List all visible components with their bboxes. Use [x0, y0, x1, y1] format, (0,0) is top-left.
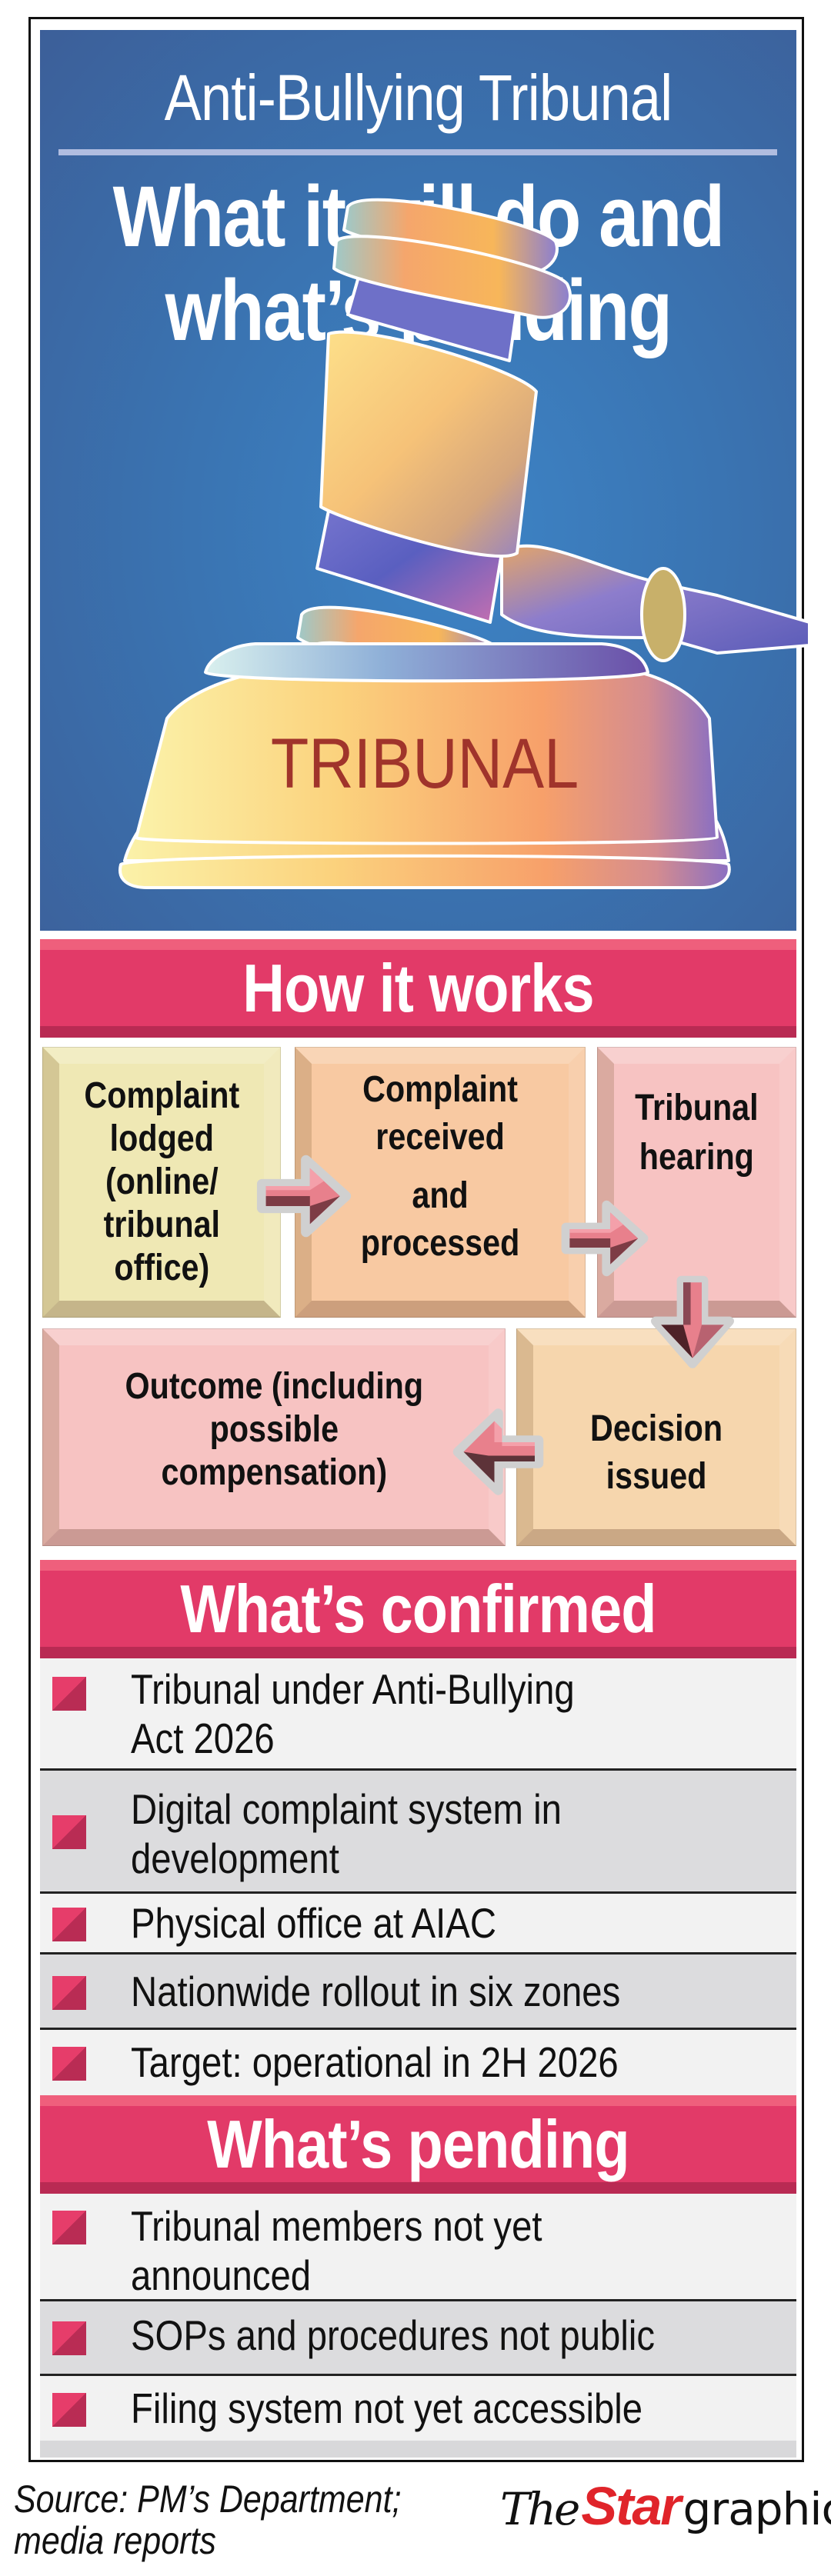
bevel-right: [779, 1047, 796, 1318]
bevel-top: [42, 1328, 506, 1345]
pending-list: Tribunal members not yet announced SOPs …: [40, 2194, 796, 2441]
flow-step-label: Complaint lodged (online/ tribunal offic…: [84, 1075, 239, 1288]
list-item: Physical office at AIAC: [40, 1894, 796, 1954]
hero-panel: Anti-Bullying Tribunal What it will do a…: [40, 30, 809, 931]
list-item: SOPs and procedures not public: [40, 2301, 796, 2376]
bevel-top: [295, 1047, 586, 1064]
list-item: Tribunal members not yet announced: [40, 2194, 796, 2301]
bevel-bottom: [42, 1301, 281, 1318]
arrow-right-icon: [256, 1155, 352, 1238]
bullet-icon: [52, 2047, 86, 2081]
pending-heading: What’s pending: [207, 2106, 629, 2182]
bullet-icon: [52, 1677, 86, 1711]
kicker-title: Anti-Bullying Tribunal: [164, 62, 673, 134]
flow-step-label: Tribunal hearing: [635, 1088, 759, 1178]
flow-step-label: Complaint received and processed: [360, 1069, 520, 1264]
bevel-bottom: [42, 1529, 506, 1546]
gavel-handle: [500, 544, 809, 662]
bullet-icon: [52, 2321, 86, 2355]
tribunal-block-label: TRIBUNAL: [271, 725, 579, 803]
list-item: Nationwide rollout in six zones: [40, 1954, 796, 2030]
source-credit: Source: PM’s Department; media reports: [14, 2478, 402, 2562]
logo-star: Star: [581, 2476, 681, 2536]
list-item: Tribunal under Anti-Bullying Act 2026: [40, 1658, 796, 1771]
list-item: Filing system not yet accessible: [40, 2376, 796, 2441]
arrow-right-icon: [561, 1200, 649, 1277]
flow-step-label: Decision issued: [589, 1408, 723, 1497]
logo-the: The: [500, 2483, 580, 2535]
bevel-left: [42, 1047, 59, 1318]
bevel-bottom: [295, 1301, 586, 1318]
list-footer-strip: [40, 2441, 796, 2458]
title-divider: [58, 149, 777, 155]
bevel-bottom: [516, 1529, 796, 1546]
confirmed-list: Tribunal under Anti-Bullying Act 2026 Di…: [40, 1658, 796, 2095]
bevel-top: [42, 1047, 281, 1064]
flow-step-complaint-lodged: Complaint lodged (online/ tribunal offic…: [42, 1047, 281, 1318]
pending-banner: What’s pending: [40, 2095, 796, 2194]
confirmed-heading: What’s confirmed: [180, 1571, 656, 1647]
bevel-right: [779, 1328, 796, 1546]
confirmed-banner: What’s confirmed: [40, 1560, 796, 1658]
bullet-icon: [52, 2211, 86, 2244]
arrow-down-icon: [651, 1275, 734, 1368]
sound-block: [118, 642, 731, 889]
list-item: Digital complaint system in development: [40, 1771, 796, 1894]
bevel-left: [42, 1328, 59, 1546]
flow-step-outcome: Outcome (including possible compensation…: [42, 1328, 506, 1546]
list-item: Target: operational in 2H 2026: [40, 2030, 796, 2095]
bullet-icon: [52, 1908, 86, 1941]
how-it-works-banner: How it works: [40, 939, 796, 1038]
gavel-icon: TRIBUNAL: [118, 198, 809, 889]
bullet-icon: [52, 2393, 86, 2427]
arrow-left-icon: [452, 1408, 544, 1495]
flow-step-label: Outcome (including possible compensation…: [125, 1365, 423, 1493]
logo-graphics: graphics: [682, 2483, 831, 2535]
the-star-graphics-logo: The Star graphics: [500, 2475, 831, 2537]
bullet-icon: [52, 1815, 86, 1849]
how-it-works-heading: How it works: [242, 950, 594, 1026]
bevel-top: [597, 1047, 796, 1064]
bullet-icon: [52, 1976, 86, 2010]
main-title: What it will do and what’s pending: [101, 170, 736, 358]
